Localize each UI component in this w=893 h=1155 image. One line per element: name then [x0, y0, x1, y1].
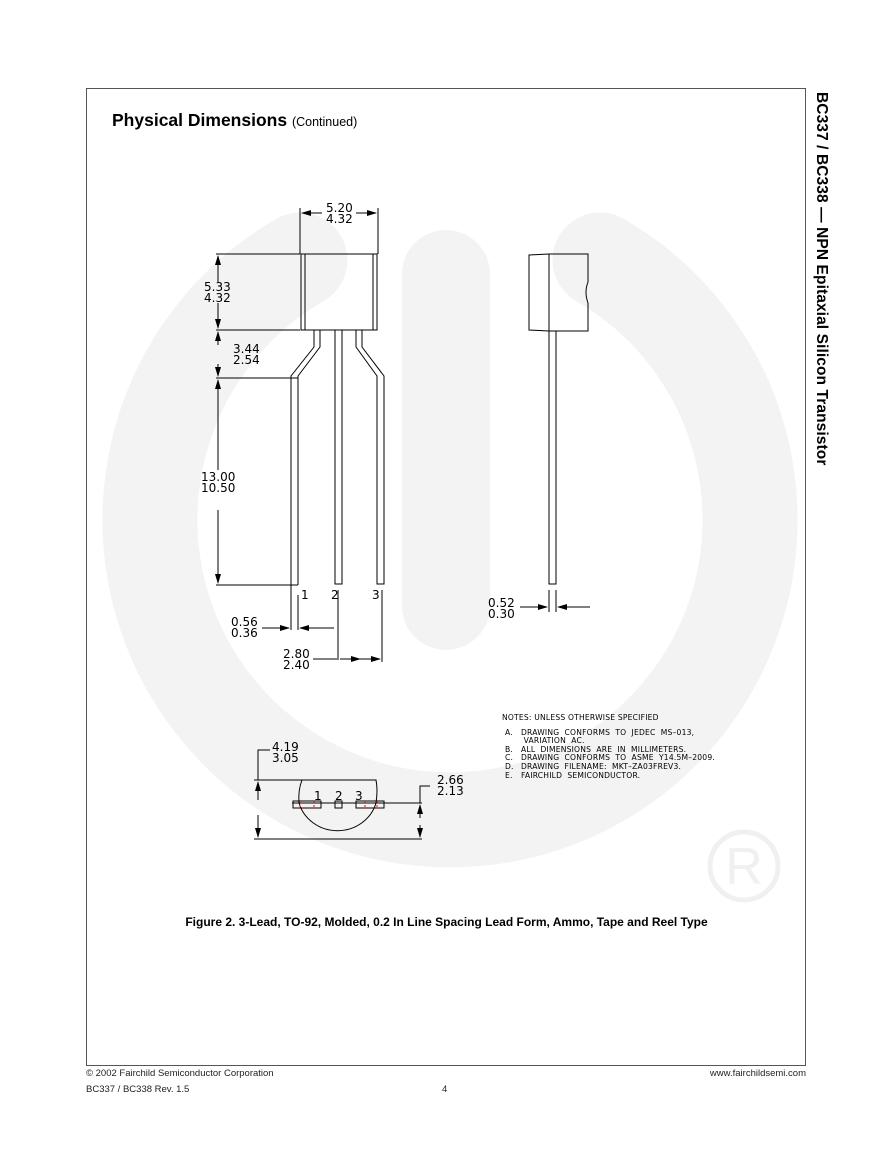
- dim-lead-length-max: 13.00: [201, 470, 235, 484]
- dim-lead-pitch-min: 2.40: [283, 658, 310, 672]
- pin-1-label: 1: [301, 588, 309, 602]
- dim-lead-width-max: 0.56: [231, 615, 258, 629]
- dim-lead-thickness-min: 0.30: [488, 607, 515, 621]
- dim-body-width-max: 5.20: [326, 201, 353, 215]
- dim-lead-thickness-max: 0.52: [488, 596, 515, 610]
- page-number: 4: [442, 1084, 448, 1095]
- title-suffix: (Continued): [291, 115, 358, 129]
- pin-2-label: 2: [331, 588, 339, 602]
- dim-lead-pitch-max: 2.80: [283, 647, 310, 661]
- dim-lead-length-min: 10.50: [201, 481, 235, 495]
- dim-flat-min: 2.13: [437, 784, 464, 798]
- bottom-pin-1: 1: [314, 789, 322, 803]
- footer-revision: BC337 / BC338 Rev. 1.5: [86, 1084, 190, 1095]
- drawing-notes: NOTES: UNLESS OTHERWISE SPECIFIED A. DRA…: [502, 713, 715, 780]
- side-view: [520, 253, 590, 612]
- figure-caption: Figure 2. 3-Lead, TO-92, Molded, 0.2 In …: [185, 915, 708, 929]
- dim-flat-max: 2.66: [437, 773, 464, 787]
- dim-lead-width-min: 0.36: [231, 626, 258, 640]
- note-item: A. DRAWING CONFORMS TO JEDEC MS–013, VAR…: [505, 727, 695, 746]
- notes-header: NOTES: UNLESS OTHERWISE SPECIFIED: [502, 713, 659, 722]
- pin-3-label: 3: [372, 588, 380, 602]
- footer-website[interactable]: www.fairchildsemi.com: [709, 1068, 806, 1079]
- dim-body-width-min: 4.32: [326, 212, 353, 226]
- bottom-pin-2: 2: [335, 789, 343, 803]
- note-item: C. DRAWING CONFORMS TO ASME Y14.5M–2009.: [505, 753, 715, 763]
- front-view: [215, 208, 385, 662]
- dim-body-height-min: 4.32: [204, 291, 231, 305]
- page-frame: [86, 88, 806, 1066]
- hidden-lines: [299, 801, 378, 808]
- side-title: BC337 / BC338 — NPN Epitaxial Silicon Tr…: [813, 92, 830, 466]
- footer-copyright: © 2002 Fairchild Semiconductor Corporati…: [86, 1068, 274, 1079]
- dim-bend-max: 3.44: [233, 342, 260, 356]
- dim-depth-max: 4.19: [272, 740, 299, 754]
- page-title: Physical Dimensions (Continued): [112, 110, 357, 131]
- dim-bend-min: 2.54: [233, 353, 260, 367]
- bottom-pin-3: 3: [355, 789, 363, 803]
- dim-body-height-max: 5.33: [204, 280, 231, 294]
- note-item: B. ALL DIMENSIONS ARE IN MILLIMETERS.: [505, 744, 687, 754]
- note-item: D. DRAWING FILENAME: MKT–ZA03FREV3.: [505, 761, 682, 771]
- title-text: Physical Dimensions: [112, 110, 288, 130]
- note-item: E. FAIRCHILD SEMICONDUCTOR.: [505, 770, 641, 780]
- dim-depth-min: 3.05: [272, 751, 299, 765]
